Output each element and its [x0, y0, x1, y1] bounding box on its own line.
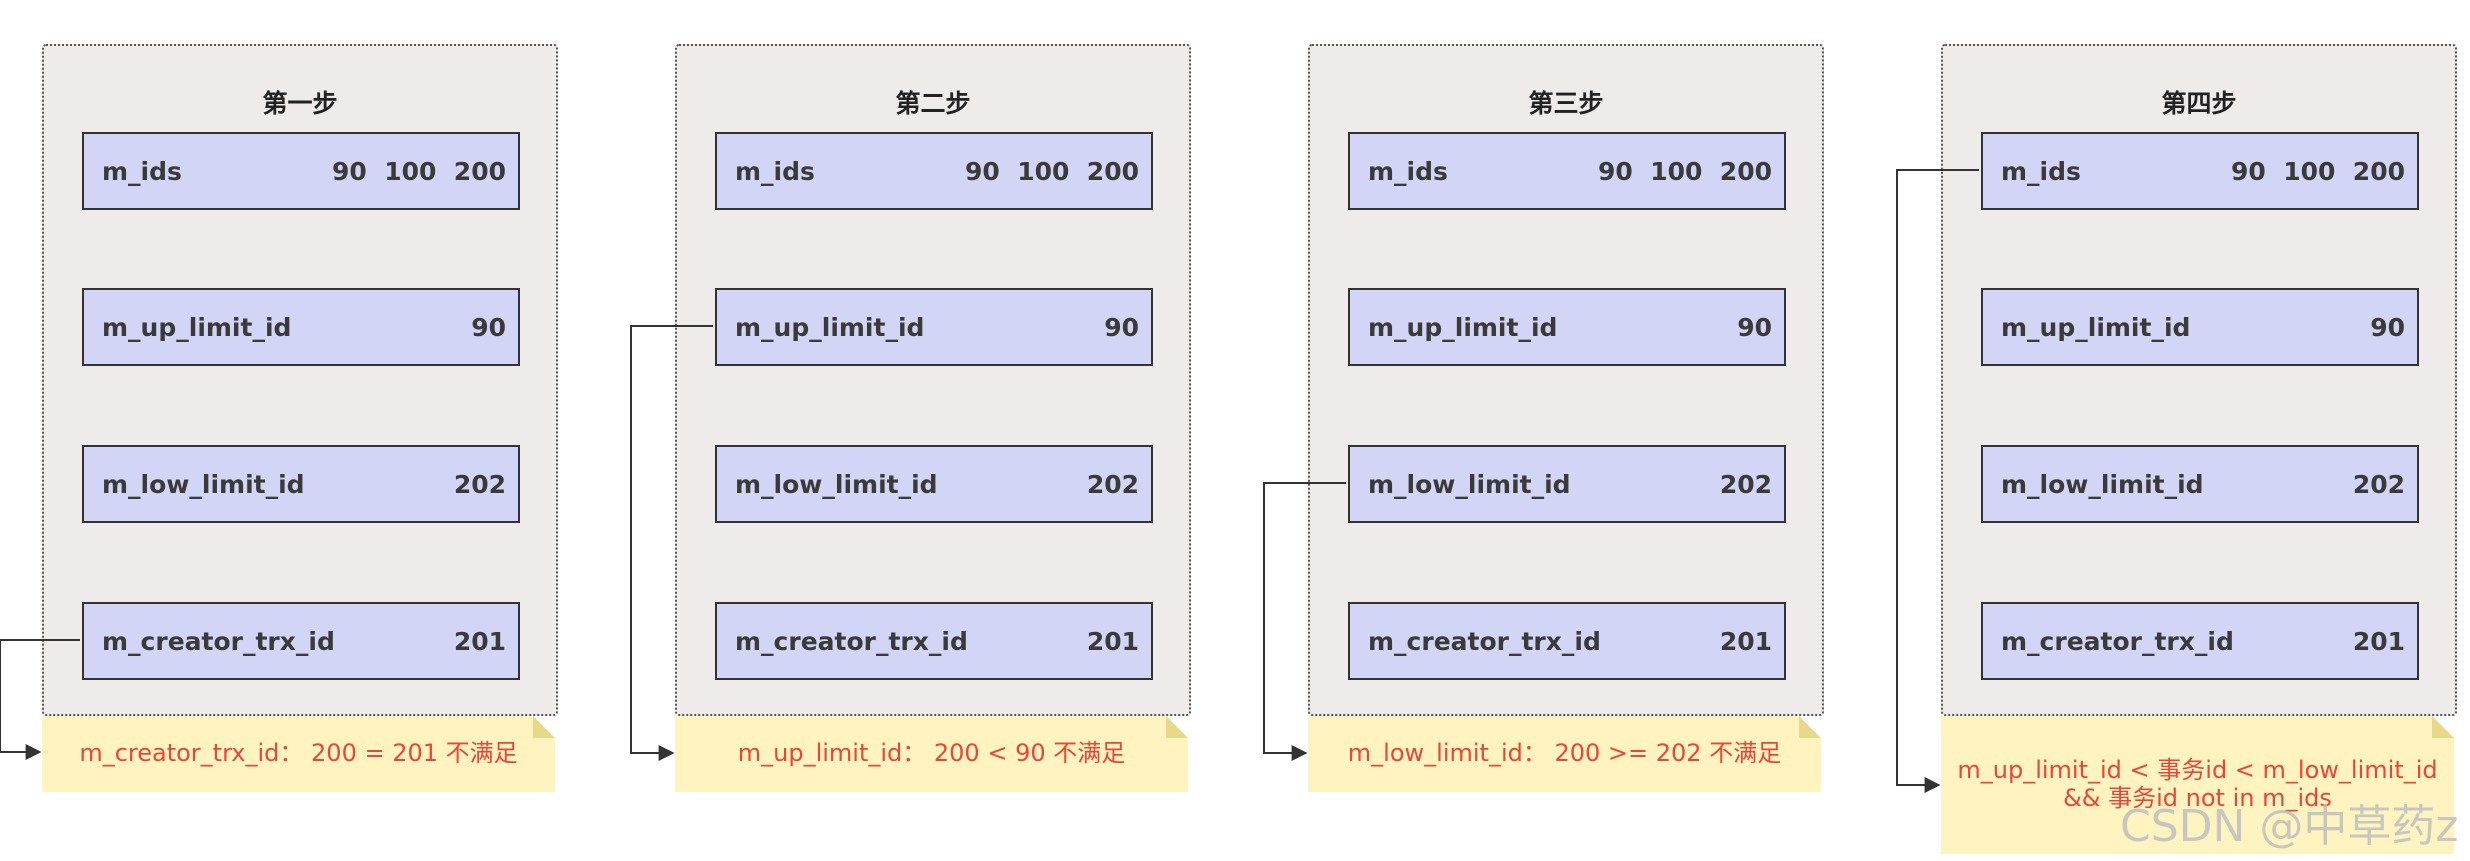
field-label: m_creator_trx_id [102, 626, 335, 656]
field-value: 90 100 200 [965, 156, 1139, 186]
connector-arrow-2 [630, 325, 713, 761]
condition-note-3: m_low_limit_id： 200 >= 202 不满足 [1308, 716, 1821, 792]
note-text: m_low_limit_id： 200 >= 202 不满足 [1347, 739, 1782, 768]
field-label: m_creator_trx_id [2001, 626, 2234, 656]
field-label: m_low_limit_id [102, 469, 305, 499]
connector-arrow-3 [1263, 482, 1346, 761]
field-label: m_low_limit_id [2001, 469, 2204, 499]
note-fold [2432, 716, 2454, 738]
field-value: 201 [2352, 626, 2405, 656]
field-m-up-limit-id: m_up_limit_id 90 [715, 288, 1153, 366]
field-label: m_ids [2001, 156, 2081, 186]
step-title: 第四步 [2161, 89, 2237, 118]
step-panel-1: 第一步 m_ids 90 100 200 m_up_limit_id 90 m_… [42, 44, 558, 716]
field-value: 90 [2370, 312, 2405, 342]
field-label: m_creator_trx_id [1368, 626, 1601, 656]
field-m-ids: m_ids 90 100 200 [1981, 132, 2419, 210]
field-label: m_creator_trx_id [735, 626, 968, 656]
watermark: CSDN @中草药z [2120, 801, 2459, 852]
note-fold [1799, 716, 1821, 738]
condition-note-1: m_creator_trx_id： 200 = 201 不满足 [42, 716, 555, 792]
note-text: m_up_limit_id < 事务id < m_low_limit_id &&… [1957, 756, 2438, 812]
field-m-creator-trx-id: m_creator_trx_id 201 [1348, 602, 1786, 680]
note-fold [1166, 716, 1188, 738]
field-label: m_ids [1368, 156, 1448, 186]
field-value: 201 [1086, 626, 1139, 656]
field-m-low-limit-id: m_low_limit_id 202 [82, 445, 520, 523]
field-value: 90 100 200 [2231, 156, 2405, 186]
step-panel-3: 第三步 m_ids 90 100 200 m_up_limit_id 90 m_… [1308, 44, 1824, 716]
field-label: m_low_limit_id [1368, 469, 1571, 499]
field-value: 90 100 200 [332, 156, 506, 186]
field-label: m_ids [102, 156, 182, 186]
connector-arrow-4 [1896, 169, 1979, 793]
connector-arrow-1 [0, 639, 80, 760]
step-title: 第二步 [895, 89, 971, 118]
field-m-ids: m_ids 90 100 200 [715, 132, 1153, 210]
field-value: 202 [2352, 469, 2405, 499]
field-label: m_low_limit_id [735, 469, 938, 499]
field-label: m_up_limit_id [735, 312, 925, 342]
field-m-low-limit-id: m_low_limit_id 202 [715, 445, 1153, 523]
note-text: m_up_limit_id： 200 < 90 不满足 [737, 739, 1126, 768]
field-m-low-limit-id: m_low_limit_id 202 [1981, 445, 2419, 523]
field-label: m_up_limit_id [1368, 312, 1558, 342]
field-m-up-limit-id: m_up_limit_id 90 [1981, 288, 2419, 366]
field-label: m_ids [735, 156, 815, 186]
field-m-creator-trx-id: m_creator_trx_id 201 [715, 602, 1153, 680]
field-value: 201 [453, 626, 506, 656]
step-title: 第三步 [1528, 89, 1604, 118]
field-m-creator-trx-id: m_creator_trx_id 201 [1981, 602, 2419, 680]
field-value: 90 [1104, 312, 1139, 342]
step-panel-4: 第四步 m_ids 90 100 200 m_up_limit_id 90 m_… [1941, 44, 2457, 716]
note-fold [533, 716, 555, 738]
condition-note-4: m_up_limit_id < 事务id < m_low_limit_id &&… [1941, 716, 2454, 854]
field-m-ids: m_ids 90 100 200 [1348, 132, 1786, 210]
field-label: m_up_limit_id [102, 312, 292, 342]
field-value: 202 [1086, 469, 1139, 499]
field-label: m_up_limit_id [2001, 312, 2191, 342]
field-value: 90 100 200 [1598, 156, 1772, 186]
field-m-low-limit-id: m_low_limit_id 202 [1348, 445, 1786, 523]
field-value: 202 [453, 469, 506, 499]
field-value: 202 [1719, 469, 1772, 499]
field-value: 90 [1737, 312, 1772, 342]
field-m-up-limit-id: m_up_limit_id 90 [1348, 288, 1786, 366]
field-value: 201 [1719, 626, 1772, 656]
field-m-ids: m_ids 90 100 200 [82, 132, 520, 210]
field-m-up-limit-id: m_up_limit_id 90 [82, 288, 520, 366]
note-text: m_creator_trx_id： 200 = 201 不满足 [79, 739, 518, 768]
condition-note-2: m_up_limit_id： 200 < 90 不满足 [675, 716, 1188, 792]
step-title: 第一步 [262, 89, 338, 118]
step-panel-2: 第二步 m_ids 90 100 200 m_up_limit_id 90 m_… [675, 44, 1191, 716]
field-value: 90 [471, 312, 506, 342]
field-m-creator-trx-id: m_creator_trx_id 201 [82, 602, 520, 680]
